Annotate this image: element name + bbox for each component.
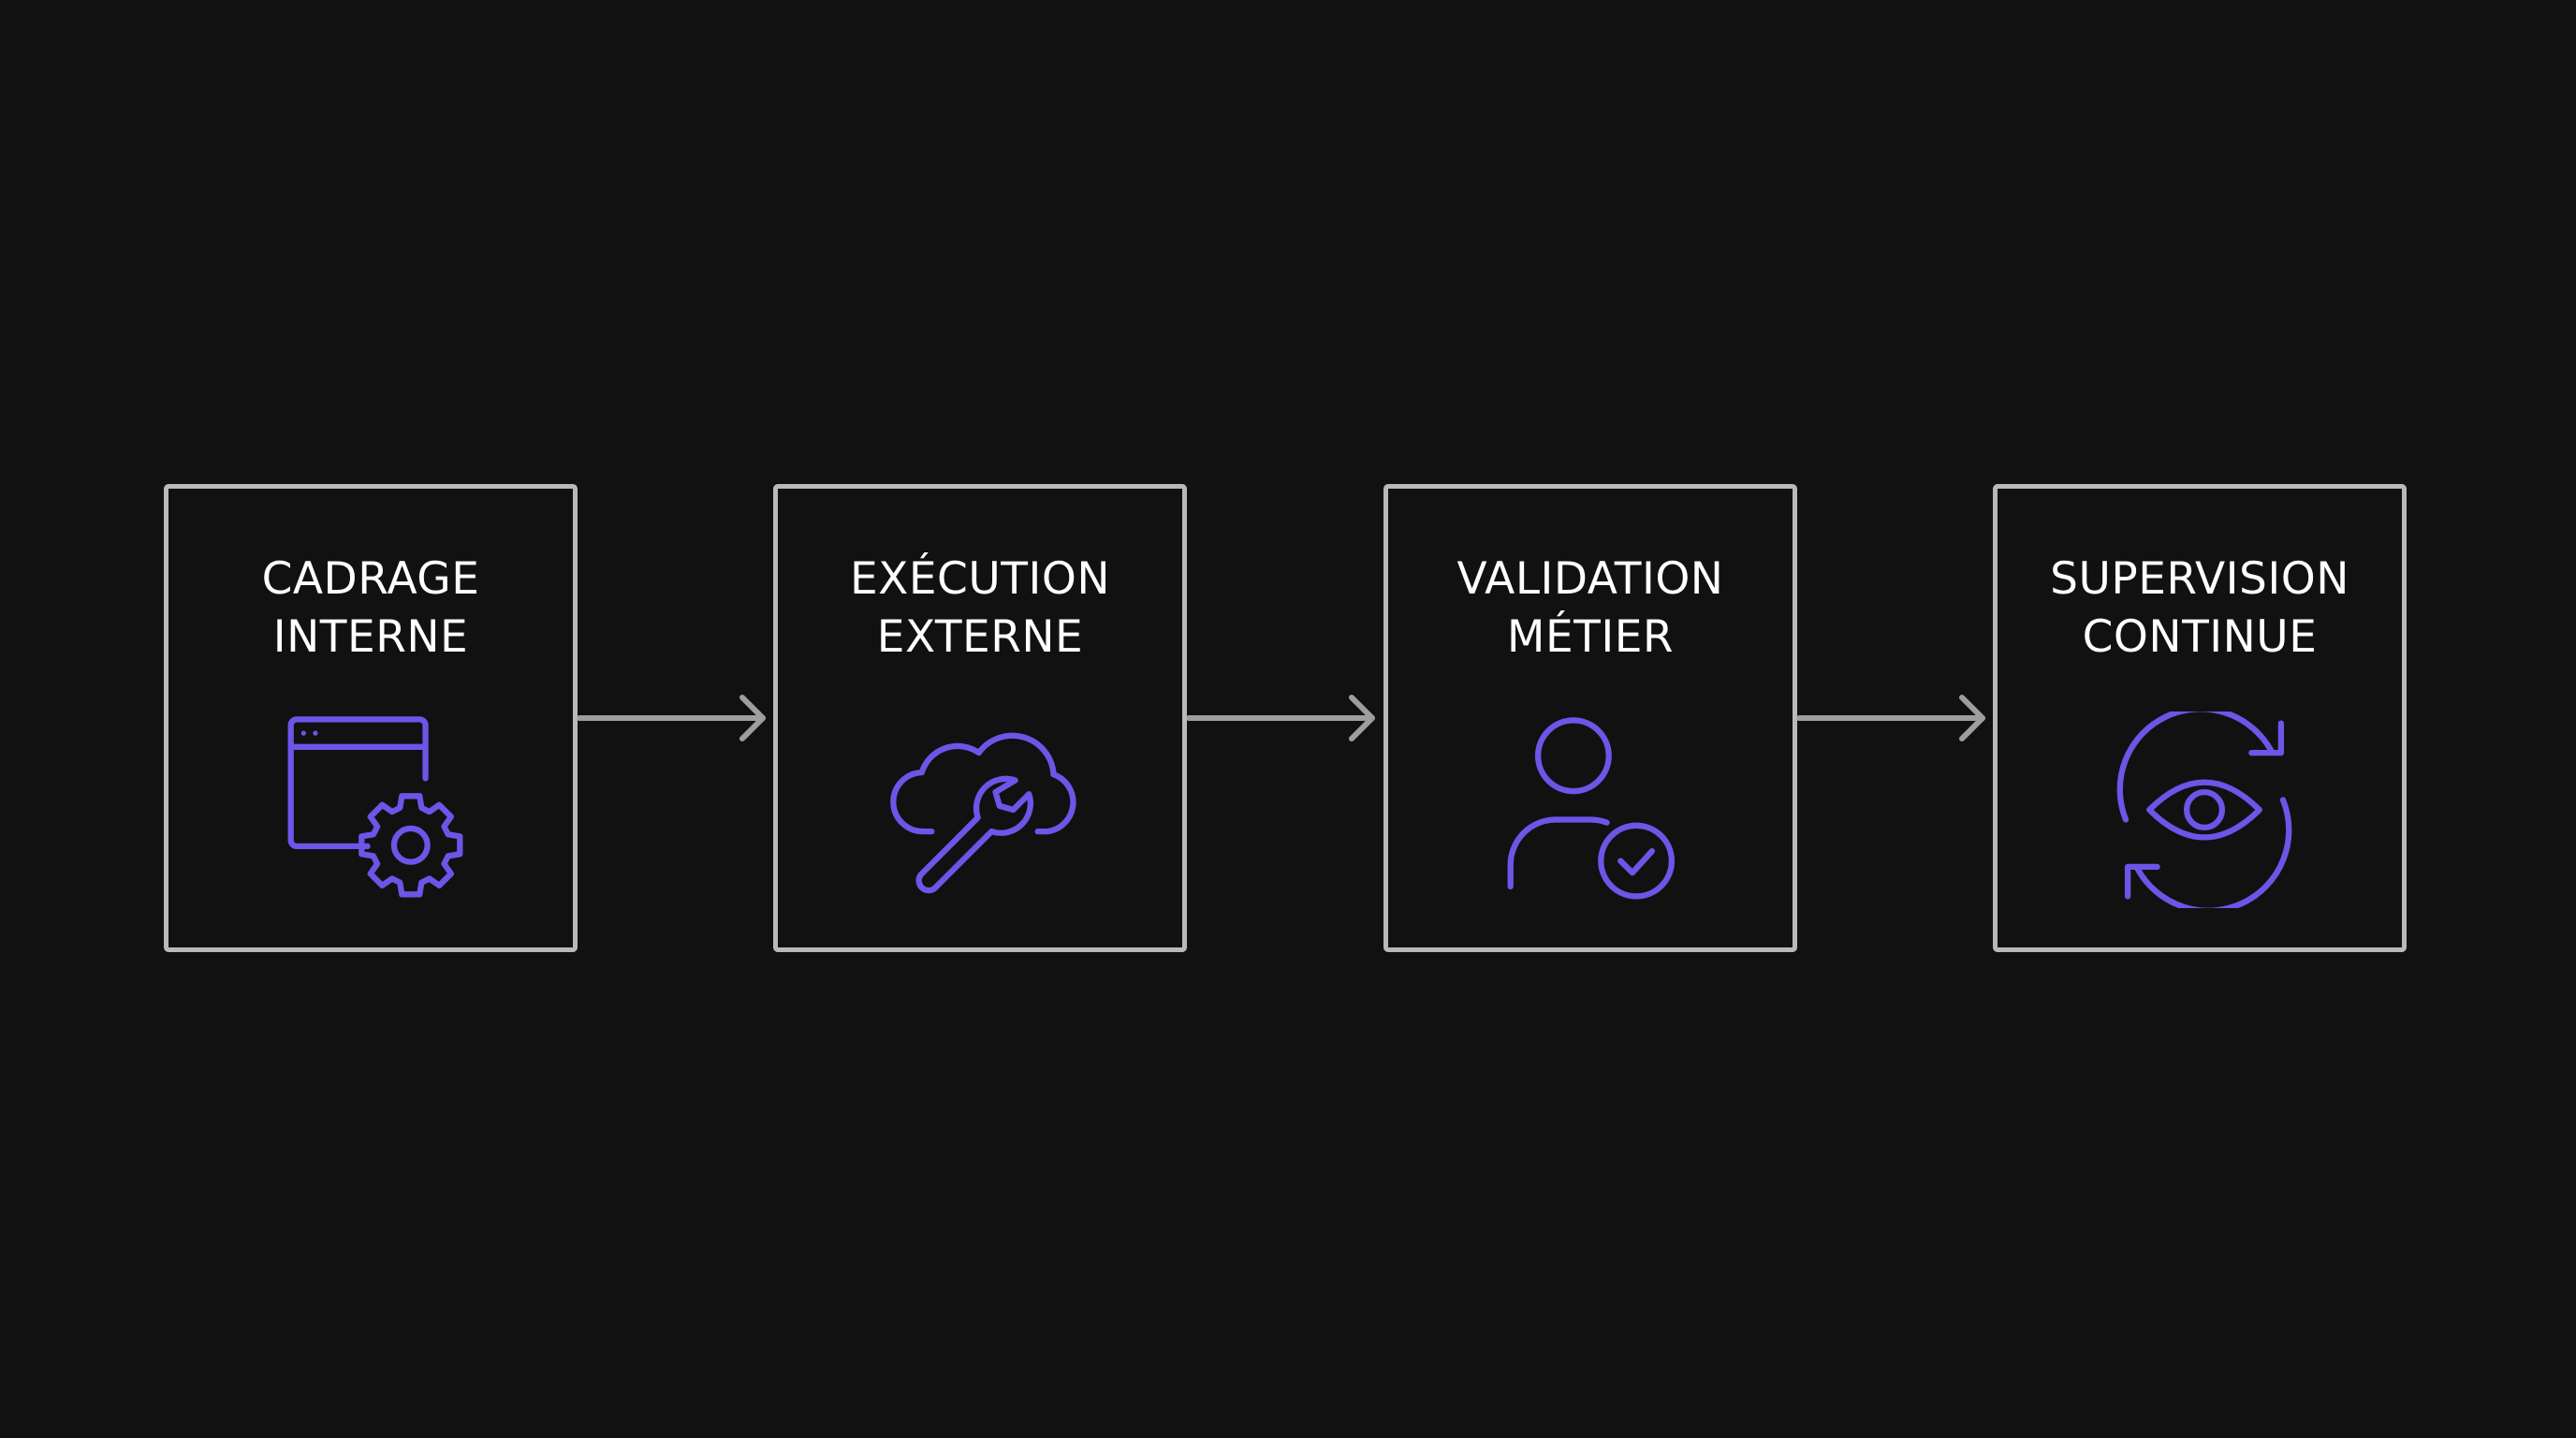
step-box-cadrage-interne: CADRAGE INTERNE: [164, 484, 578, 952]
step-label-line2: EXTERNE: [876, 611, 1084, 663]
step-label-line1: EXÉCUTION: [849, 553, 1111, 605]
arrow-connector: [1187, 695, 1380, 741]
step-box-supervision-continue: SUPERVISION CONTINUE: [1993, 484, 2407, 952]
eye-refresh-icon: [2106, 712, 2303, 908]
step-label-line2: MÉTIER: [1506, 611, 1675, 663]
browser-window-gear-icon: [277, 712, 474, 908]
step-label-line1: VALIDATION: [1456, 553, 1724, 605]
step-label-line1: CADRAGE: [261, 553, 480, 605]
user-check-icon: [1497, 712, 1693, 908]
step-box-validation-metier: VALIDATION MÉTIER: [1383, 484, 1797, 952]
step-label-line2: CONTINUE: [2082, 611, 2318, 663]
cloud-wrench-icon: [886, 712, 1083, 908]
arrow-connector: [578, 695, 770, 741]
step-label-line2: INTERNE: [272, 611, 469, 663]
step-label: EXÉCUTION EXTERNE: [778, 550, 1182, 667]
step-box-execution-externe: EXÉCUTION EXTERNE: [773, 484, 1187, 952]
step-label-line1: SUPERVISION: [2050, 553, 2349, 605]
step-label: CADRAGE INTERNE: [168, 550, 573, 667]
step-label: SUPERVISION CONTINUE: [1998, 550, 2402, 667]
arrow-connector: [1797, 695, 1990, 741]
step-label: VALIDATION MÉTIER: [1388, 550, 1793, 667]
